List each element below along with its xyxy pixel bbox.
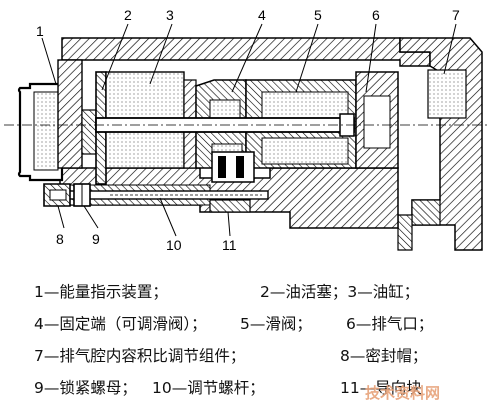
right-end-cover [397,37,483,251]
legend-item-9: 9—锁紧螺母； [34,379,137,397]
seal-cap [43,183,71,207]
callout-2: 2 [124,7,132,23]
callout-5: 5 [314,7,322,23]
callout-4: 4 [258,7,266,23]
legend-row-3: 7—排气腔内容积比调节组件； 8—密封帽； [34,344,491,366]
legend-item-2-3: 2—油活塞；3—油缸； [260,283,420,301]
piston-rod [4,113,488,137]
callout-7: 7 [452,7,460,23]
legend: 1—能量指示装置； 2—油活塞；3—油缸； 4—固定端（可调滑阀）； 5—滑阀；… [0,270,495,406]
callout-1: 1 [36,23,44,39]
legend-item-7: 7—排气腔内容积比调节组件； [34,347,246,365]
callout-10: 10 [166,237,182,253]
legend-item-5: 5—滑阀； [240,315,312,333]
adjusting-screw-rod [67,190,269,200]
callout-9: 9 [92,231,100,247]
callout-8: 8 [56,231,64,247]
exhaust-port [355,71,399,169]
legend-row-4: 9—锁紧螺母； 10—调节螺杆； 11—导向块 [34,376,491,398]
legend-item-10: 10—调节螺杆； [152,379,265,397]
callout-11: 11 [222,237,237,253]
energy-indicator [17,59,97,182]
legend-item-8: 8—密封帽； [340,347,428,365]
legend-row-2: 4—固定端（可调滑阀）； 5—滑阀； 6—排气口； [34,312,491,334]
legend-item-4: 4—固定端（可调滑阀）； [34,315,207,333]
lock-nut [73,183,91,207]
legend-item-6: 6—排气口； [346,315,434,333]
compressor-section-diagram: 1 2 3 4 5 6 7 8 9 10 11 [4,7,488,253]
legend-item-1: 1—能量指示装置； [34,283,168,301]
leader-lines [41,23,457,237]
callout-3: 3 [166,7,174,23]
callout-6: 6 [372,7,380,23]
legend-item-11: 11—导向块 [340,379,422,397]
guide-block [209,151,255,213]
legend-row-1: 1—能量指示装置； 2—油活塞；3—油缸； [34,280,491,302]
